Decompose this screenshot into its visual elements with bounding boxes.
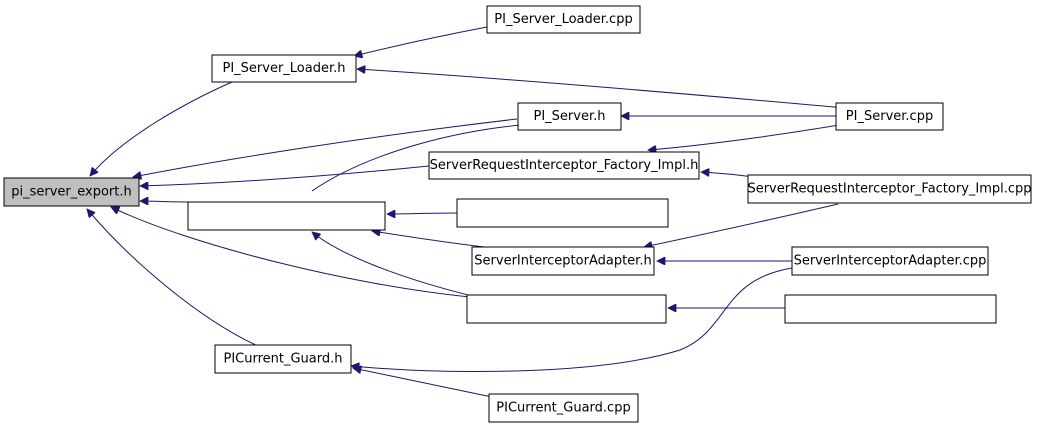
edge-sric-h-to-export <box>140 201 190 202</box>
edge-sric-h-to-server-h <box>311 124 530 192</box>
node-pi-server-h[interactable]: PI_Server.h <box>517 102 622 131</box>
node-label: ServerInterceptorAdapter.h <box>474 254 651 269</box>
node-pi-server-loader-cpp[interactable]: PI_Server_Loader.cpp <box>486 5 641 34</box>
node-label: PI_Server.h <box>534 109 606 124</box>
node-pi-server-export-h[interactable]: pi_server_export.h <box>3 177 140 207</box>
edge-sria-h-to-sric-h <box>312 232 473 297</box>
node-picurrent-guard-cpp[interactable]: PICurrent_Guard.cpp <box>488 393 639 423</box>
node-label: pi_server_export.h <box>11 185 132 200</box>
edge-factory-h-to-export <box>140 165 430 186</box>
node-label: ServerRequestInterceptor_Factory_Impl.cp… <box>747 182 1031 197</box>
edge-server-h-to-export <box>133 118 518 177</box>
node-sia-cpp[interactable]: ServerInterceptorAdapter.cpp <box>791 246 989 276</box>
node-label: PI_Server.cpp <box>846 109 933 124</box>
node-pi-server-cpp[interactable]: PI_Server.cpp <box>835 102 944 131</box>
node-label: PICurrent_Guard.cpp <box>496 401 630 416</box>
node-label: PICurrent_Guard.h <box>223 352 342 367</box>
node-sria-cpp[interactable] <box>784 294 997 324</box>
edge-sia-h-to-sric-h <box>372 231 485 248</box>
node-label: PI_Server_Loader.h <box>222 61 345 76</box>
node-label: PI_Server_Loader.cpp <box>494 12 632 27</box>
node-label: ServerRequestInterceptor_Factory_Impl.h <box>430 158 699 173</box>
node-factory-impl-h[interactable]: ServerRequestInterceptor_Factory_Impl.h <box>428 151 700 180</box>
node-pi-server-loader-h[interactable]: PI_Server_Loader.h <box>211 54 357 83</box>
edge-loader-h-to-export <box>90 81 233 176</box>
nodes: pi_server_export.h PI_Server_Loader.h PI… <box>3 5 1032 423</box>
edge-guard-h-to-export <box>87 209 261 348</box>
edge-server-cpp-to-factory-h <box>648 123 846 150</box>
edge-sric-cpp-to-sric-h <box>387 213 458 214</box>
edge-loader-cpp-to-loader-h <box>354 26 488 56</box>
edge-sria-h-to-export <box>111 207 471 298</box>
edge-factory-cpp-to-sia-h <box>644 203 839 247</box>
edge-sia-cpp-to-guard-h <box>351 267 793 372</box>
node-picurrent-guard-h[interactable]: PICurrent_Guard.h <box>214 344 352 374</box>
node-label: ServerInterceptorAdapter.cpp <box>794 254 987 269</box>
node-sric-cpp[interactable] <box>456 198 669 228</box>
edge-server-cpp-to-loader-h <box>357 69 846 109</box>
edge-guard-cpp-to-guard-h <box>353 368 493 398</box>
node-sia-h[interactable]: ServerInterceptorAdapter.h <box>471 246 655 276</box>
node-factory-impl-cpp[interactable]: ServerRequestInterceptor_Factory_Impl.cp… <box>747 174 1032 204</box>
node-sria-h[interactable] <box>466 294 667 324</box>
node-sric-h[interactable] <box>187 201 386 231</box>
